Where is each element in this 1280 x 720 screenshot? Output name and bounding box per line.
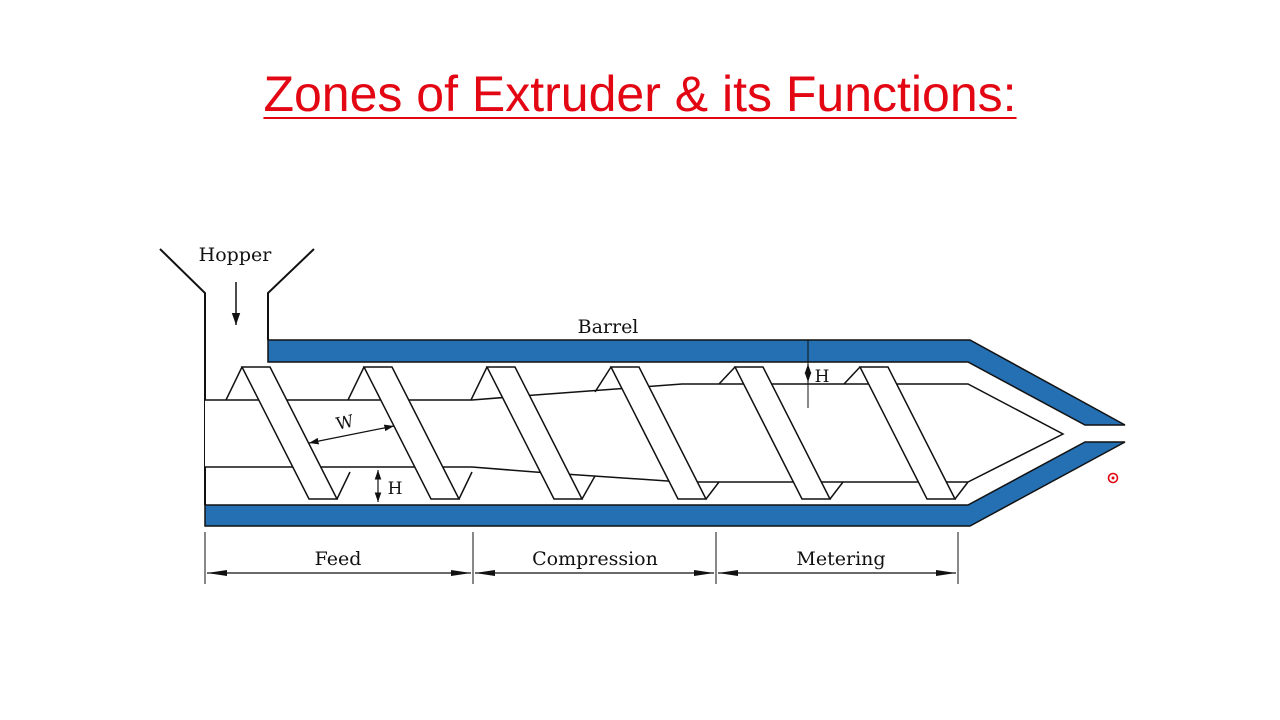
screw-flights [240,366,957,500]
barrel-label: Barrel [578,316,639,338]
barrel [204,339,1126,527]
flight-tips [225,366,969,500]
zone-compression-label: Compression [532,548,658,570]
channel-depth-metering-label: H [815,367,830,387]
slide-title-text: Zones of Extruder & its Functions: [263,66,1017,122]
zone-markers [204,532,959,584]
channel-depth-feed-label: H [388,479,403,499]
pointer-dot-icon [1107,472,1119,484]
zone-feed-label: Feed [315,548,362,570]
flight-width-dimension [308,424,395,445]
flight-width-label: W [334,411,356,434]
zone-metering-label: Metering [796,548,885,570]
hopper-label: Hopper [199,244,273,266]
slide-title: Zones of Extruder & its Functions: [0,62,1280,126]
